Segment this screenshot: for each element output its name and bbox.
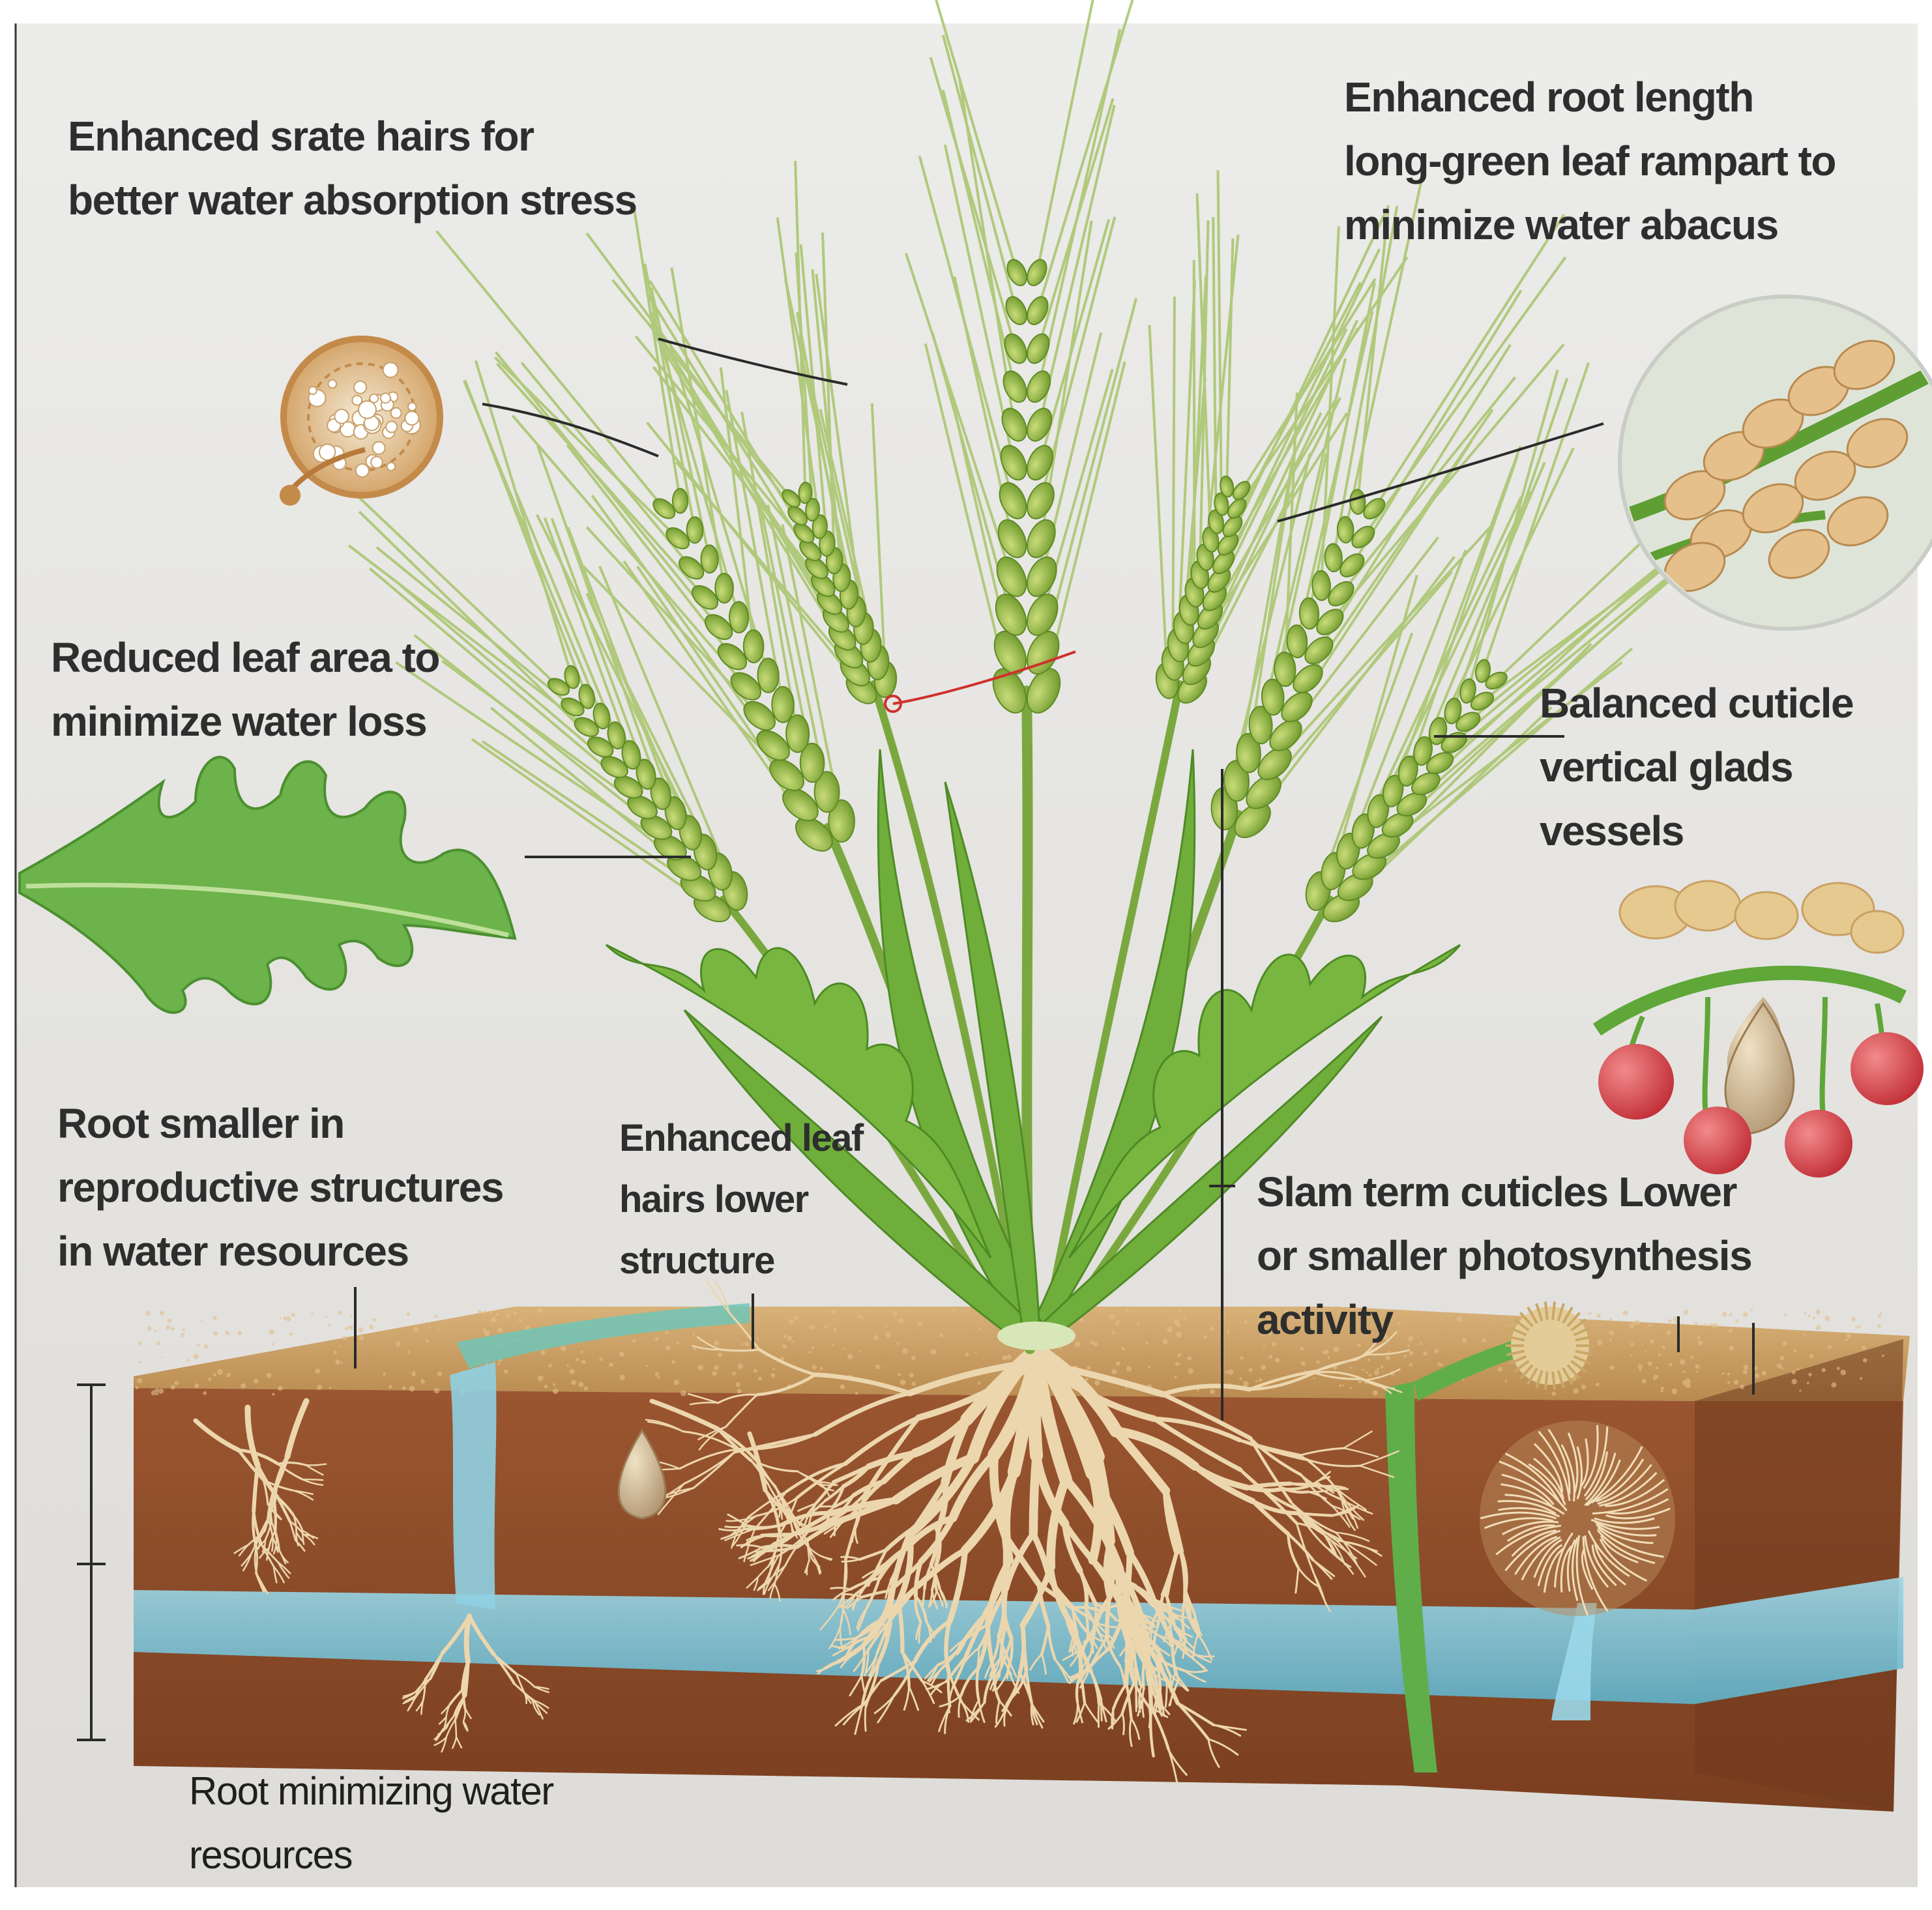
- label-mid-right-line-3: vessels: [1540, 807, 1684, 854]
- berries-icon: [1592, 880, 1924, 1178]
- cross-section-disc-icon: [280, 336, 443, 506]
- label-mid-right: Balanced cuticle vertical glads vessels: [1540, 671, 1854, 863]
- label-top-right-line-1: Enhanced root length: [1344, 74, 1754, 121]
- spore-ball-icon: [1506, 1301, 1594, 1390]
- wheat-plant: [285, 0, 1754, 1354]
- label-mid-left: Reduced leaf area to minimize water loss: [51, 626, 441, 753]
- label-top-left-line-2: better water absorption stress: [68, 177, 637, 224]
- label-bottom-left: Root smaller in reproductive structures …: [57, 1092, 504, 1283]
- label-top-right-line-2: long-green leaf rampart to: [1344, 137, 1837, 184]
- label-mid-left-line-1: Reduced leaf area to: [51, 634, 441, 681]
- label-top-right: Enhanced root length long-green leaf ram…: [1344, 65, 1837, 257]
- label-bottom-line-2: resources: [189, 1833, 353, 1877]
- label-center-line-1: Enhanced leaf: [619, 1117, 864, 1159]
- label-top-right-line-3: minimize water abacus: [1344, 201, 1779, 248]
- label-bottom-right-line-2: or smaller photosynthesis: [1257, 1232, 1753, 1279]
- root-ball-right: [1480, 1421, 1675, 1616]
- label-center-line-3: structure: [619, 1239, 775, 1282]
- label-bottom-right: Slam term cuticles Lower or smaller phot…: [1257, 1160, 1753, 1352]
- label-mid-left-line-2: minimize water loss: [51, 698, 428, 745]
- label-bottom: Root minimizing water resources: [189, 1759, 554, 1887]
- label-mid-right-line-1: Balanced cuticle: [1540, 680, 1854, 727]
- leader-lines: [77, 338, 1755, 1741]
- label-mid-right-line-2: vertical glads: [1540, 744, 1794, 790]
- label-bottom-right-line-1: Slam term cuticles Lower: [1257, 1168, 1737, 1215]
- seed-icon: [617, 1428, 667, 1520]
- label-top-left: Enhanced srate hairs for better water ab…: [68, 104, 637, 232]
- soil-block: [134, 1303, 1910, 1812]
- grain-magnifier-icon: [1618, 295, 1932, 631]
- label-bottom-left-line-2: reproductive structures: [57, 1164, 504, 1211]
- groundwater-layer: [134, 1577, 1903, 1704]
- label-bottom-left-line-1: Root smaller in: [57, 1100, 345, 1147]
- label-bottom-line-1: Root minimizing water: [189, 1769, 554, 1813]
- label-center: Enhanced leaf hairs lower structure: [619, 1108, 864, 1292]
- root-system: [193, 1281, 1410, 1785]
- label-bottom-left-line-3: in water resources: [57, 1228, 409, 1275]
- leaf-icon: [18, 755, 517, 1014]
- label-bottom-right-line-3: activity: [1257, 1296, 1394, 1343]
- label-top-left-line-1: Enhanced srate hairs for: [68, 113, 534, 160]
- label-center-line-2: hairs lower: [619, 1178, 809, 1221]
